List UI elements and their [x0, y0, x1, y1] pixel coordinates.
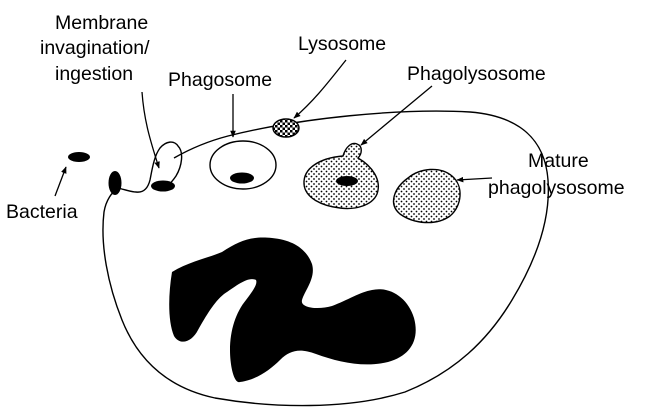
arrow-phagolysosome — [361, 86, 432, 145]
bacterium-free — [68, 152, 90, 162]
label-membrane-line2: invagination/ — [40, 37, 150, 59]
cell-membrane — [103, 111, 548, 405]
arrow-bacteria — [55, 167, 66, 196]
label-mature-line1: Mature — [528, 150, 589, 172]
bacterium-in-phagolysosome — [336, 176, 358, 186]
label-mature-line2: phagolysosome — [488, 177, 625, 199]
arrow-mature-phagolysosome — [457, 178, 492, 180]
label-phagosome: Phagosome — [168, 69, 272, 91]
bacterium-in-phagosome — [230, 173, 254, 184]
bacterium-ingested — [151, 181, 175, 192]
mature-phagolysosome-vesicle — [394, 169, 460, 222]
label-bacteria: Bacteria — [6, 201, 78, 223]
nucleus — [169, 238, 416, 383]
phagolysosome-vesicle — [304, 144, 378, 209]
label-membrane-line1: Membrane — [55, 12, 148, 34]
label-membrane-line3: ingestion — [55, 63, 133, 85]
label-phagolysosome: Phagolysosome — [407, 63, 546, 85]
label-lysosome: Lysosome — [298, 33, 386, 55]
bacterium-at-membrane — [109, 171, 122, 195]
lysosome-vesicle — [273, 119, 299, 137]
arrow-lysosome — [294, 60, 346, 118]
